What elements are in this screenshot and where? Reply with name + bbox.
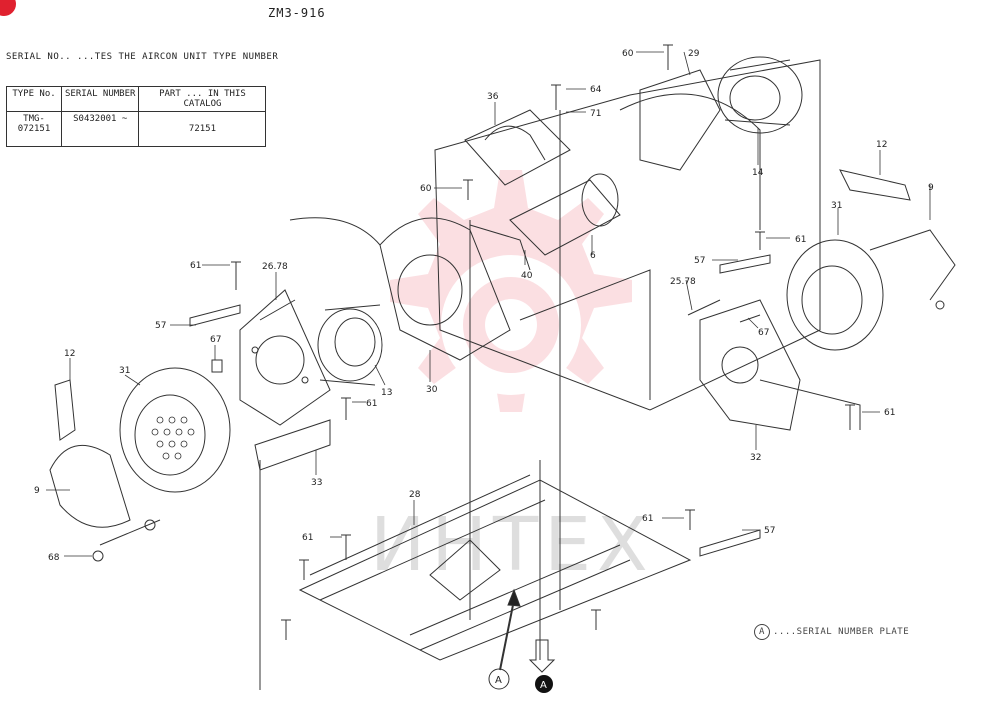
callout-32: 32 xyxy=(750,453,761,463)
callout-30: 30 xyxy=(426,385,438,395)
screws xyxy=(92,44,945,640)
serial-plate-pointer xyxy=(499,588,556,673)
callout-26-78: 26.78 xyxy=(262,262,288,272)
legend-text: ....SERIAL NUMBER PLATE xyxy=(773,627,910,637)
callout-40: 40 xyxy=(521,271,533,281)
callout-61-right-mid: 61 xyxy=(884,408,895,418)
callout-a: A xyxy=(495,675,502,686)
callout-28: 28 xyxy=(409,490,421,500)
corner-badge xyxy=(0,0,16,16)
table-header-row: TYPE No. SERIAL NUMBER PART ... IN THIS … xyxy=(6,86,267,112)
base-frame-28 xyxy=(259,460,692,690)
callout-a-filled: A xyxy=(540,680,547,691)
mount-plate-right xyxy=(699,299,861,431)
callout-9-right: 9 xyxy=(928,183,934,193)
fan-31-left xyxy=(119,367,231,493)
callout-60-top: 60 xyxy=(622,49,634,59)
bracket-33 xyxy=(254,419,331,471)
callout-64: 64 xyxy=(590,85,602,95)
callout-14: 14 xyxy=(752,168,764,178)
callout-61-base-left: 61 xyxy=(302,533,313,543)
callout-12-left: 12 xyxy=(64,349,75,359)
type-serial-table: TYPE No. SERIAL NUMBER PART ... IN THIS … xyxy=(6,86,267,147)
callout-25-78: 25.78 xyxy=(670,277,696,287)
callout-33: 33 xyxy=(311,478,322,488)
callout-60-mid: 60 xyxy=(420,184,432,194)
mount-plate-left xyxy=(239,289,331,471)
fan-14 xyxy=(717,56,803,134)
callout-13: 13 xyxy=(381,388,392,398)
serial-note: SERIAL NO.. ...TES THE AIRCON UNIT TYPE … xyxy=(6,52,279,62)
leader-lines xyxy=(46,51,931,557)
scroll-housing-30 xyxy=(289,217,511,361)
table-header-type: TYPE No. xyxy=(6,86,62,112)
page-title: ZM3-916 xyxy=(268,6,326,20)
fan-13 xyxy=(317,304,383,386)
callout-61-left-top: 61 xyxy=(190,261,201,271)
callout-61-right-top: 61 xyxy=(795,235,806,245)
callout-9-left: 9 xyxy=(34,486,40,496)
callout-68: 68 xyxy=(48,553,60,563)
callout-31-right: 31 xyxy=(831,201,842,211)
table-cell-type: TMG-072151 xyxy=(6,111,62,147)
watermark-gear xyxy=(390,170,632,412)
callout-29: 29 xyxy=(688,49,700,59)
fan-31-right xyxy=(786,169,956,351)
callout-31-left: 31 xyxy=(119,366,130,376)
serial-plate-legend: A....SERIAL NUMBER PLATE xyxy=(754,624,909,640)
legend-symbol: A xyxy=(754,624,770,640)
callout-57-left: 57 xyxy=(155,321,166,331)
motor-6 xyxy=(469,173,621,271)
table-cell-part: 72151 xyxy=(138,111,267,147)
callout-71: 71 xyxy=(590,109,601,119)
callout-61-base-right: 61 xyxy=(642,514,653,524)
clip-12-left xyxy=(54,379,76,441)
table-header-serial: SERIAL NUMBER xyxy=(60,86,140,112)
table-row: TMG-072151 S0432001 ~ 72151 xyxy=(6,111,267,147)
callout-a-circles: A A xyxy=(488,668,553,693)
table-cell-serial: S0432001 ~ xyxy=(60,111,140,147)
cover-9-left xyxy=(49,379,161,546)
callout-61-left-mid: 61 xyxy=(366,399,377,409)
callout-12-right: 12 xyxy=(876,140,887,150)
callout-67-right: 67 xyxy=(758,328,769,338)
clip-12-right xyxy=(839,169,911,201)
bracket-36 xyxy=(464,109,571,186)
callout-57-right-top: 57 xyxy=(694,256,705,266)
callout-36: 36 xyxy=(487,92,499,102)
table-header-part: PART ... IN THIS CATALOG xyxy=(138,86,267,112)
callout-57-base: 57 xyxy=(764,526,775,536)
enclosure-panels xyxy=(434,59,821,620)
callout-67-left: 67 xyxy=(210,335,221,345)
callout-labels: 60 29 64 71 36 14 60 12 9 31 61 57 6 40 … xyxy=(34,49,934,563)
callout-6: 6 xyxy=(590,251,596,261)
